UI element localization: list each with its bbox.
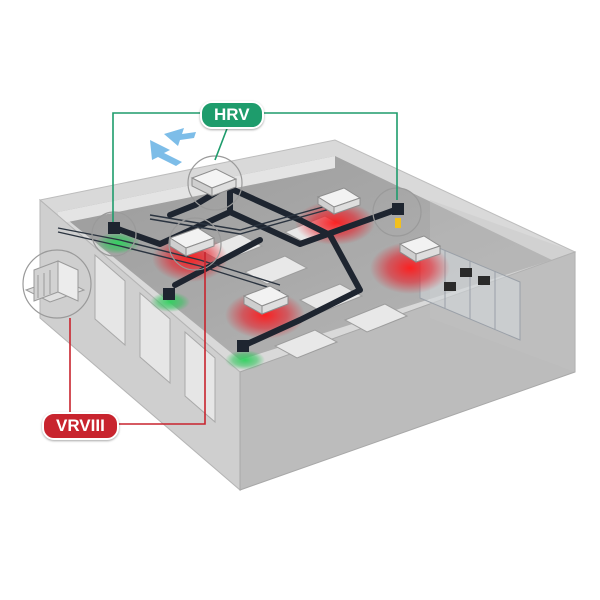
yellow-controller	[395, 218, 401, 228]
vent-boxes	[108, 203, 404, 352]
hrv-unit	[190, 168, 238, 197]
vent-zone-2	[150, 292, 190, 312]
computer-monitors	[444, 268, 490, 291]
outdoor-vrv-unit	[24, 260, 86, 303]
callout-circles	[22, 155, 422, 319]
indoor-unit-4	[242, 285, 290, 315]
vrv-connector-lines	[69, 252, 206, 425]
vent-zone-3	[225, 350, 265, 370]
double-arrow-icon	[150, 128, 196, 166]
indoor-unit-2	[168, 227, 216, 257]
vrv-label: VRVIII	[42, 412, 119, 440]
hrv-label: HRV	[200, 101, 264, 129]
indoor-unit-1	[316, 187, 362, 215]
back-wall-left	[58, 156, 335, 224]
refrigerant-pipes	[57, 204, 331, 292]
indoor-unit-3	[398, 235, 442, 263]
hrv-connector-lines	[112, 112, 398, 222]
heat-zone-1	[295, 201, 375, 245]
